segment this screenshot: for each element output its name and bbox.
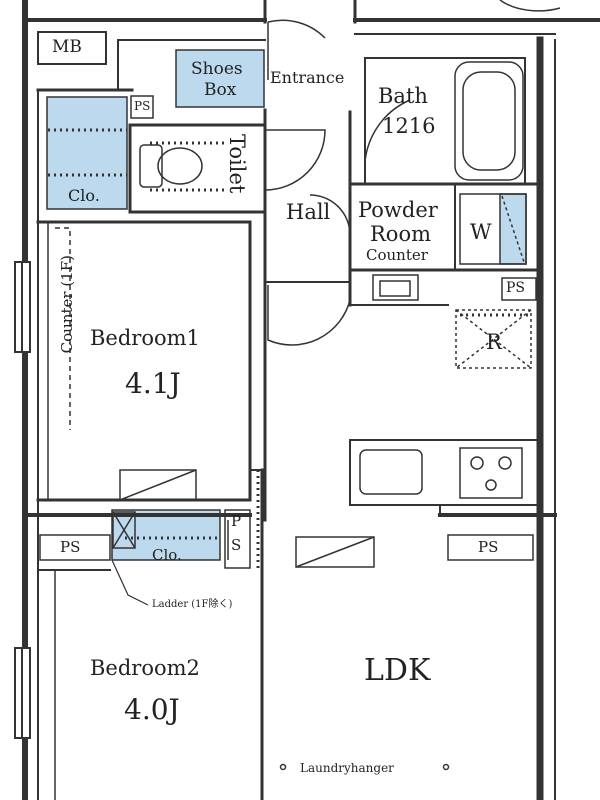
door-entrance [267, 19, 326, 80]
ps-label-mid-right: PS [478, 538, 499, 556]
door-powder [309, 194, 351, 236]
bedroom2-label: Bedroom2 [90, 656, 200, 680]
door-ldk [267, 285, 351, 346]
ps-label-top: PS [134, 99, 151, 113]
powder-counter-label: Counter [366, 246, 428, 264]
toilet-label: Toilet [225, 134, 249, 194]
closet-2-fill [111, 509, 221, 561]
toilet-fixture [139, 144, 203, 188]
ps-small-label-p: P [231, 512, 242, 530]
storage-fills [46, 49, 527, 561]
ldk-label: LDK [364, 653, 431, 688]
sink [372, 274, 419, 301]
ps-label-right: PS [506, 280, 526, 296]
ps-label-mid-left: PS [60, 538, 81, 556]
bedroom1-size-label: 4.1J [125, 367, 181, 400]
laundry-hanger-label: Laundryhanger [300, 761, 394, 775]
bathtub [454, 61, 524, 181]
washer-label: W [470, 220, 492, 244]
door-toilet [264, 129, 326, 191]
door-bath [364, 99, 411, 176]
mb-label: MB [52, 37, 82, 57]
ladder-box-1 [119, 469, 197, 501]
shoes-box-fill [175, 49, 265, 108]
refrigerator-space [455, 309, 532, 369]
shoes-box-label-2: Box [204, 80, 237, 100]
ps-box-mid [224, 509, 251, 569]
entrance-label: Entrance [270, 68, 345, 87]
ladder-box-2 [295, 536, 375, 568]
bedroom2-size-label: 4.0J [124, 693, 180, 726]
closet-1-label: Clo. [68, 186, 100, 205]
bath-size-label: 1216 [382, 114, 436, 138]
bath-label: Bath [378, 84, 428, 108]
hall-label: Hall [286, 200, 331, 224]
ladder-note-label: Ladder (1F除く) [152, 599, 233, 610]
ps-box-top [130, 95, 154, 119]
fixtures [55, 0, 561, 771]
washer-fill [499, 193, 527, 265]
counter-1f-label: Counter (1F) [58, 255, 76, 354]
kitchen-sink [359, 449, 423, 495]
washer [459, 193, 527, 265]
ps-box-right [501, 277, 537, 301]
shoes-box-label-1: Shoes [191, 59, 243, 79]
ps-small-label-s: S [231, 536, 242, 554]
refrigerator-label: R [486, 330, 502, 354]
dashed-partitions [48, 128, 530, 570]
stove [459, 447, 523, 499]
windows [14, 261, 31, 739]
closet-1-fill [46, 96, 128, 210]
doors [227, 19, 411, 560]
bedroom1-label: Bedroom1 [90, 326, 200, 350]
powder-room-label-2: Room [370, 222, 432, 246]
powder-room-label-1: Powder [358, 198, 438, 222]
closet-2-label: Clo. [152, 546, 182, 564]
